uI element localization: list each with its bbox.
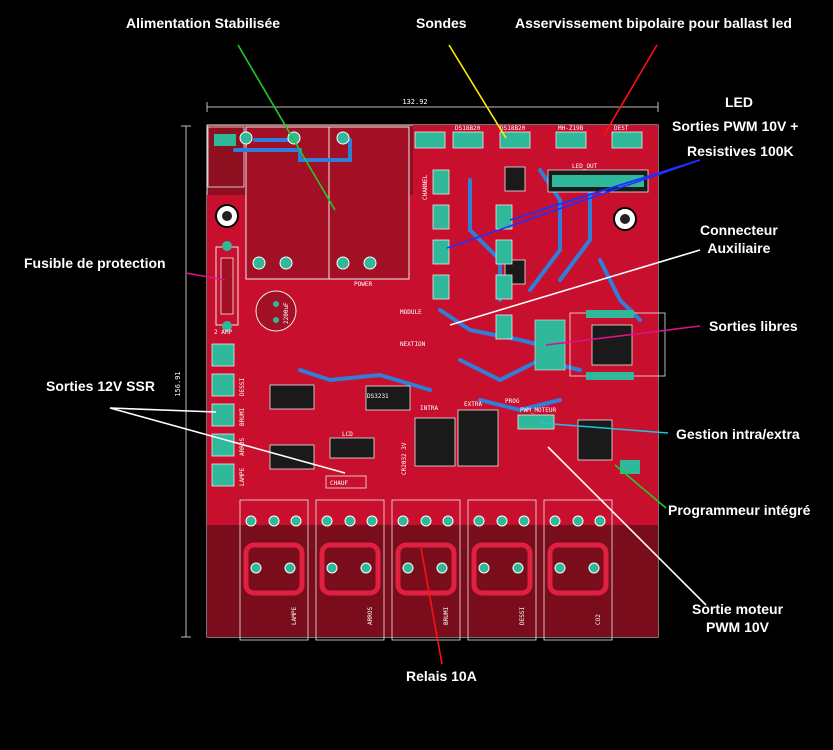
annotation-lines <box>109 44 707 665</box>
dimension-height-label: 156.91 <box>174 371 182 396</box>
label-prog: PROG <box>505 398 520 405</box>
label-ssr3: ARROS <box>239 438 246 456</box>
annotation-moteur-line2: PWM 10V <box>706 619 770 635</box>
label-module: MODULE <box>400 309 422 316</box>
dimension-lines <box>181 102 659 638</box>
annotation-gestion: Gestion intra/extra <box>676 426 800 442</box>
label-relay1: LAMPE <box>291 607 298 625</box>
label-chauf: CHAUF <box>330 480 348 487</box>
label-fuse: 2 AMP <box>214 329 232 336</box>
label-led-out: LED_OUT <box>572 163 598 170</box>
label-power: POWER <box>354 281 372 288</box>
annotation-sorties-ssr: Sorties 12V SSR <box>46 378 155 394</box>
label-relay4: DESSI <box>519 607 526 625</box>
label-ds2: DS18B20 <box>500 125 526 132</box>
annotation-asservissement: Asservissement bipolaire pour ballast le… <box>515 15 792 31</box>
label-mh: MH-Z19B <box>558 125 584 132</box>
annotation-moteur: Sortie moteur PWM 10V <box>692 600 783 636</box>
capacitor <box>255 290 297 332</box>
fuse-holder <box>215 241 239 331</box>
label-ssr4: LAMPE <box>239 468 246 486</box>
annotation-programmeur: Programmeur intégré <box>668 502 811 518</box>
power-components <box>214 131 377 270</box>
label-relay5: CO2 <box>595 614 602 625</box>
label-ssr2: BRUMI <box>239 408 246 426</box>
label-extra: EXTRA <box>464 401 482 408</box>
relay-pads <box>245 515 606 527</box>
label-cr2032: CR2032 3V <box>401 442 408 475</box>
label-lcd: LCD <box>342 431 353 438</box>
annotation-sorties-libres: Sorties libres <box>709 318 798 334</box>
annotation-relais: Relais 10A <box>406 668 477 684</box>
label-pwm-moteur: PWM_MOTEUR <box>520 407 557 414</box>
relay-contacts <box>250 562 600 574</box>
annotation-alimentation: Alimentation Stabilisée <box>126 15 281 31</box>
annotation-connecteur-line2: Auxiliaire <box>707 240 771 256</box>
label-cap: 2200uF <box>283 302 290 324</box>
power-supply-module <box>245 126 410 280</box>
ssr-connectors <box>211 343 235 487</box>
annotation-sondes: Sondes <box>416 15 467 31</box>
label-nextion: NEXTION <box>400 341 426 348</box>
annotation-led: LED <box>725 94 753 110</box>
relay-coils <box>243 542 609 596</box>
label-ds18b20: DS18B20 <box>455 125 481 132</box>
label-intra: INTRA <box>420 405 438 412</box>
top-connectors <box>414 131 643 149</box>
label-dest: DEST <box>614 125 629 132</box>
label-ssr1: DESSI <box>239 378 246 396</box>
annotation-resistives: Resistives 100K <box>687 143 794 159</box>
annotation-sorties-pwm: Sorties PWM 10V + <box>672 118 799 134</box>
label-channel: CHANNEL <box>422 174 429 200</box>
channel-connectors <box>432 169 513 340</box>
annotation-fusible: Fusible de protection <box>24 255 166 271</box>
label-ds3231: DS3231 <box>367 393 389 400</box>
annotation-moteur-line1: Sortie moteur <box>692 601 784 617</box>
label-relay2: ARROS <box>367 607 374 625</box>
dimension-width-label: 132.92 <box>402 98 427 106</box>
relay-blocks <box>239 499 613 641</box>
annotation-connecteur-line1: Connecteur <box>700 222 778 238</box>
annotation-connecteur: Connecteur Auxiliaire <box>700 221 778 257</box>
relay-section <box>207 525 658 637</box>
ic-chips <box>269 166 526 470</box>
label-relay3: BRUMI <box>443 607 450 625</box>
